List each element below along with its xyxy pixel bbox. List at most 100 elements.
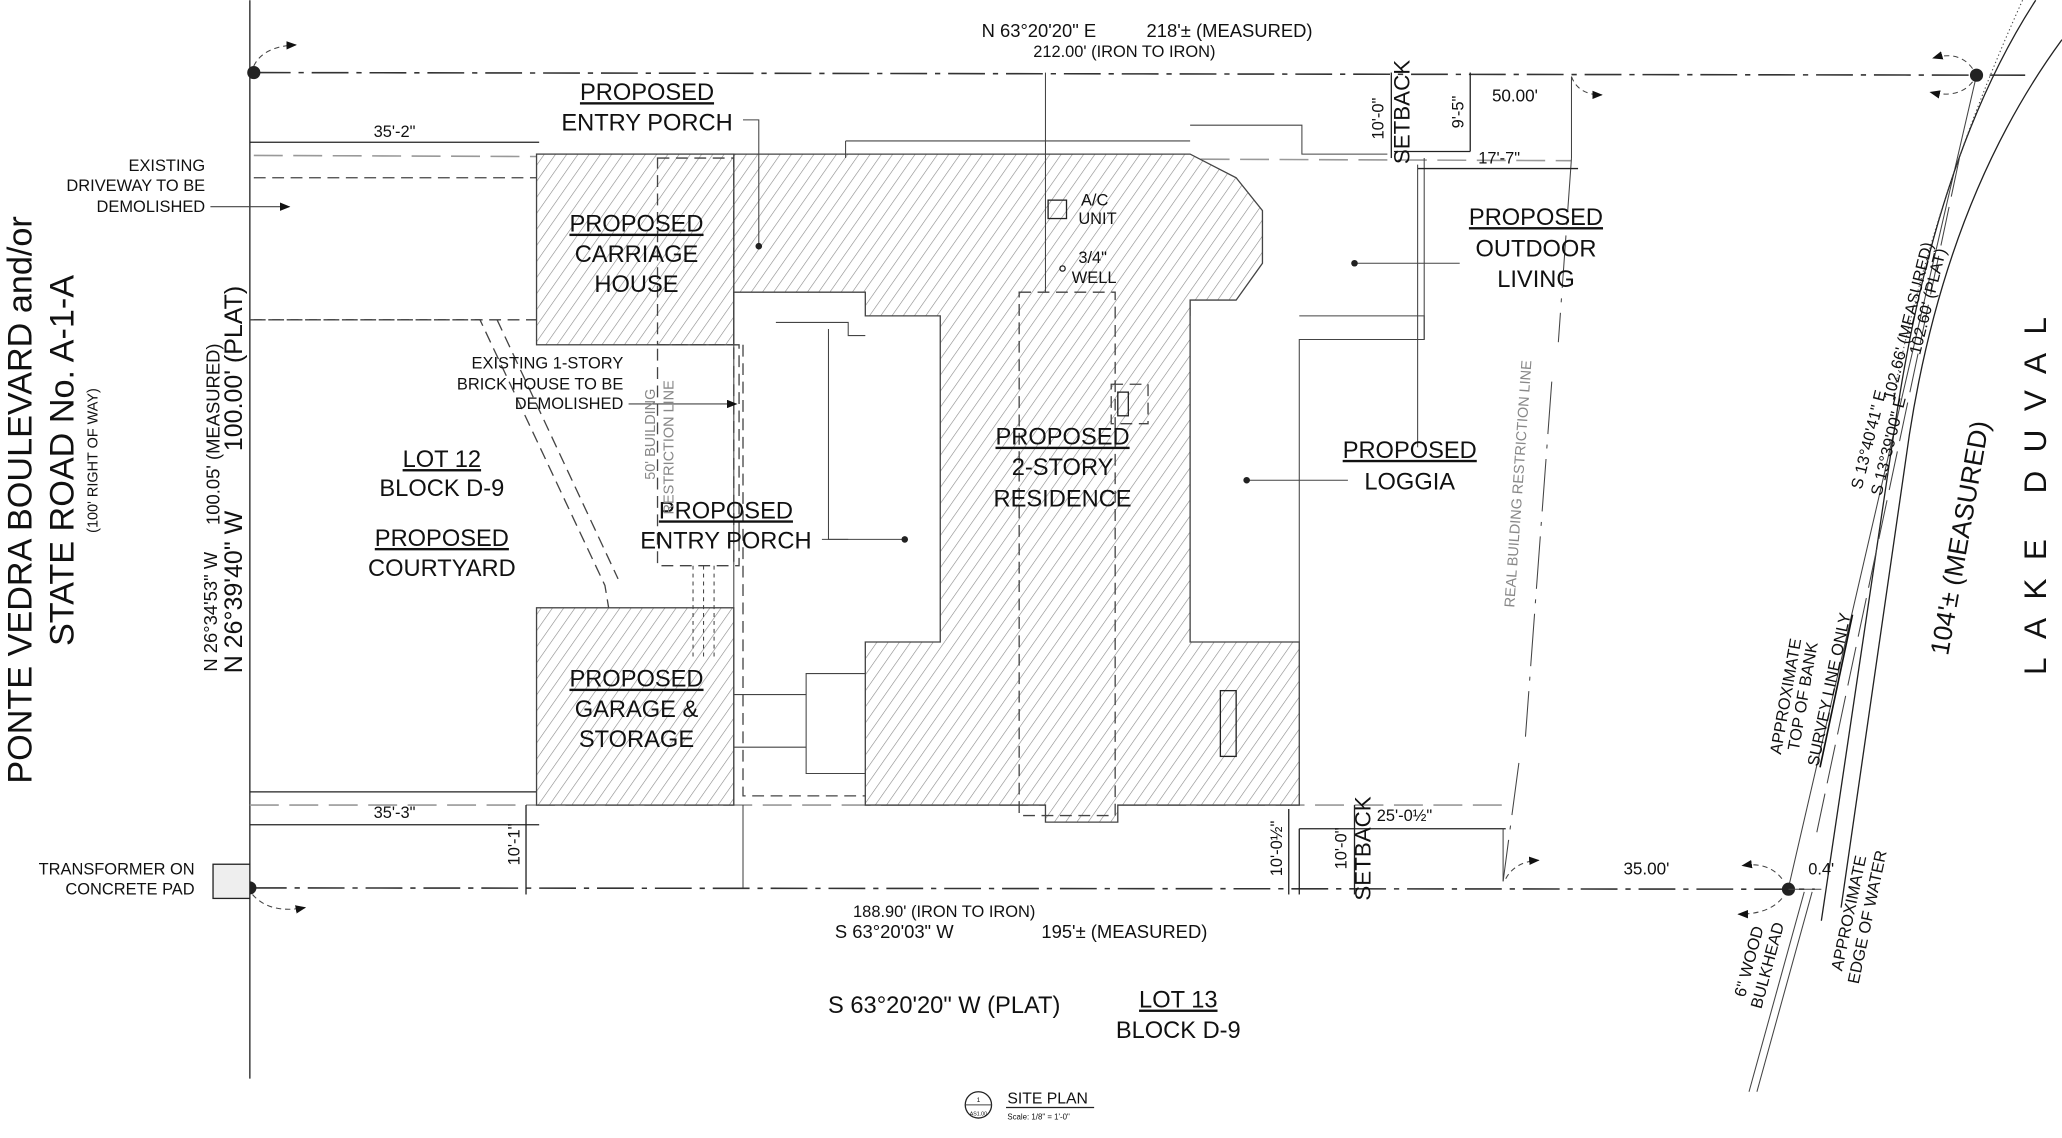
label-outdoor-living: PROPOSED OUTDOOR LIVING (1469, 205, 1603, 293)
svg-text:CARRIAGE: CARRIAGE (575, 242, 699, 268)
dim-north-side: 9'-5" (1450, 96, 1468, 129)
south-bearing: S 63°20'03" W (835, 921, 954, 942)
right-of-way: (100' RIGHT OF WAY) (85, 388, 101, 533)
svg-text:50' BUILDING: 50' BUILDING (643, 389, 659, 480)
label-lot13: LOT 13 BLOCK D-9 (1116, 988, 1241, 1044)
bulkhead-offset: 0.4' (1808, 861, 1834, 879)
west-measured: 100.05' (MEASURED) (203, 343, 224, 525)
ac-unit-box (1047, 199, 1068, 220)
svg-text:EXISTING: EXISTING (128, 157, 205, 175)
road-name-line1: PONTE VEDRA BOULEVARD and/or (2, 216, 40, 783)
label-entry-porch-south: PROPOSED ENTRY PORCH (640, 498, 811, 554)
north-iron: 212.00' (IRON TO IRON) (1033, 43, 1215, 61)
dim-south-front: 35'-3" (374, 804, 416, 822)
svg-text:PROPOSED: PROPOSED (1469, 205, 1603, 231)
label-driveway: EXISTING DRIVEWAY TO BE DEMOLISHED (66, 157, 205, 216)
svg-text:PROPOSED: PROPOSED (1343, 438, 1477, 464)
dim-north-front: 35'-2" (374, 123, 416, 141)
label-real-building-line: REAL BUILDING RESTRICTION LINE (1502, 359, 1535, 607)
label-entry-porch-north: PROPOSED ENTRY PORCH (561, 80, 732, 136)
top-tie: 50.00' (1492, 86, 1538, 105)
dim-north-rear: 17'-7" (1478, 149, 1520, 167)
dim-north-setback: 10'-0" (1369, 98, 1387, 140)
dim-south-side-east: 10'-0½" (1268, 821, 1286, 877)
north-setback-label: SETBACK (1390, 60, 1415, 164)
svg-text:COURTYARD: COURTYARD (368, 556, 516, 582)
proposed-buildings (535, 72, 1425, 888)
label-edge-of-water: APPROXIMATE EDGE OF WATER (1828, 849, 1890, 986)
svg-text:BLOCK D-9: BLOCK D-9 (379, 476, 504, 502)
drawing-number: 1 (977, 1097, 981, 1104)
iron-marker-ne (1969, 68, 1984, 82)
carriage-house-footprint (535, 153, 735, 346)
svg-text:3/4": 3/4" (1078, 249, 1107, 267)
svg-text:RESTRICTION LINE: RESTRICTION LINE (661, 380, 677, 514)
dimension-lines (249, 72, 1579, 895)
north-bearing: N 63°20'20" E (982, 20, 1097, 41)
label-carriage-house: PROPOSED CARRIAGE HOUSE (569, 212, 703, 298)
label-bulkhead: 6" WOOD BULKHEAD (1731, 920, 1788, 1010)
north-measured: 218'± (MEASURED) (1147, 20, 1313, 41)
shoreline (1748, 0, 2062, 1092)
dim-south-side: 10'-1" (505, 823, 523, 865)
svg-text:ENTRY PORCH: ENTRY PORCH (640, 529, 811, 555)
west-bearing-plat: N 26°39'40" W (220, 510, 248, 673)
svg-text:DEMOLISHED: DEMOLISHED (97, 198, 206, 216)
svg-text:BRICK HOUSE TO BE: BRICK HOUSE TO BE (457, 375, 623, 393)
label-ac-unit: A/C UNIT (1078, 191, 1116, 227)
west-plat: 100.00' (PLAT) (220, 286, 248, 451)
dim-south-rear: 25'-0½" (1377, 807, 1433, 825)
svg-text:LOT 13: LOT 13 (1139, 988, 1217, 1014)
svg-text:LOT 12: LOT 12 (403, 447, 481, 473)
label-residence: PROPOSED 2-STORY RESIDENCE (994, 425, 1132, 513)
label-50ft-building-line: 50' BUILDING RESTRICTION LINE (643, 380, 677, 514)
south-iron: 188.90' (IRON TO IRON) (853, 903, 1035, 921)
garage-footprint (535, 607, 735, 806)
svg-text:HOUSE: HOUSE (594, 272, 678, 298)
svg-text:PROPOSED: PROPOSED (375, 526, 509, 552)
svg-text:PROPOSED: PROPOSED (996, 425, 1130, 451)
west-bearing-measured: N 26°34'53" W (200, 551, 221, 671)
svg-text:PROPOSED: PROPOSED (580, 80, 714, 106)
label-well: 3/4" WELL (1072, 249, 1117, 287)
svg-text:PROPOSED: PROPOSED (569, 667, 703, 693)
svg-text:CONCRETE PAD: CONCRETE PAD (65, 880, 194, 898)
south-measured: 195'± (MEASURED) (1041, 921, 1207, 942)
svg-text:OUTDOOR: OUTDOOR (1476, 237, 1597, 263)
svg-text:DEMOLISHED: DEMOLISHED (515, 395, 624, 413)
bottom-tie: 35.00' (1623, 860, 1669, 879)
svg-text:RESIDENCE: RESIDENCE (994, 487, 1132, 513)
lake-label: LAKE DUVAL (2017, 299, 2053, 675)
svg-text:104'± (MEASURED): 104'± (MEASURED) (1924, 418, 1995, 657)
label-courtyard: LOT 12 BLOCK D-9 PROPOSED COURTYARD (368, 447, 516, 582)
sheet-number: AS1.00 (970, 1111, 987, 1117)
road-name-line2: STATE ROAD No. A-1-A (44, 275, 82, 646)
svg-text:GARAGE &: GARAGE & (575, 697, 699, 723)
svg-text:UNIT: UNIT (1078, 210, 1116, 228)
svg-text:EXISTING 1-STORY: EXISTING 1-STORY (472, 354, 624, 372)
well-icon (1059, 265, 1066, 272)
svg-text:A/C: A/C (1081, 191, 1109, 209)
svg-text:LIVING: LIVING (1497, 267, 1575, 293)
label-garage: PROPOSED GARAGE & STORAGE (569, 667, 703, 753)
dim-south-setback: 10'-0" (1333, 827, 1351, 869)
svg-text:2-STORY: 2-STORY (1012, 455, 1114, 481)
drawing-title-block: 1 AS1.00 SITE PLAN Scale: 1/8" = 1'-0" (964, 1091, 1095, 1121)
label-existing-house: EXISTING 1-STORY BRICK HOUSE TO BE DEMOL… (457, 354, 624, 413)
svg-text:WELL: WELL (1072, 269, 1117, 287)
label-transformer: TRANSFORMER ON CONCRETE PAD (39, 861, 195, 899)
south-plat: S 63°20'20" W (PLAT) (828, 993, 1060, 1019)
residence-footprint (733, 153, 1300, 823)
leaders (210, 119, 1460, 900)
svg-text:DRIVEWAY TO BE: DRIVEWAY TO BE (66, 177, 205, 195)
property-lines (243, 0, 2026, 1079)
transformer-pad (212, 863, 251, 900)
svg-text:TRANSFORMER ON: TRANSFORMER ON (39, 861, 195, 879)
svg-text:BLOCK D-9: BLOCK D-9 (1116, 1018, 1241, 1044)
iron-marker-nw (247, 65, 261, 80)
svg-text:STORAGE: STORAGE (579, 727, 694, 753)
south-setback-label: SETBACK (1350, 796, 1375, 900)
drawing-title: SITE PLAN (1007, 1091, 1088, 1108)
svg-text:LOGGIA: LOGGIA (1364, 469, 1455, 495)
